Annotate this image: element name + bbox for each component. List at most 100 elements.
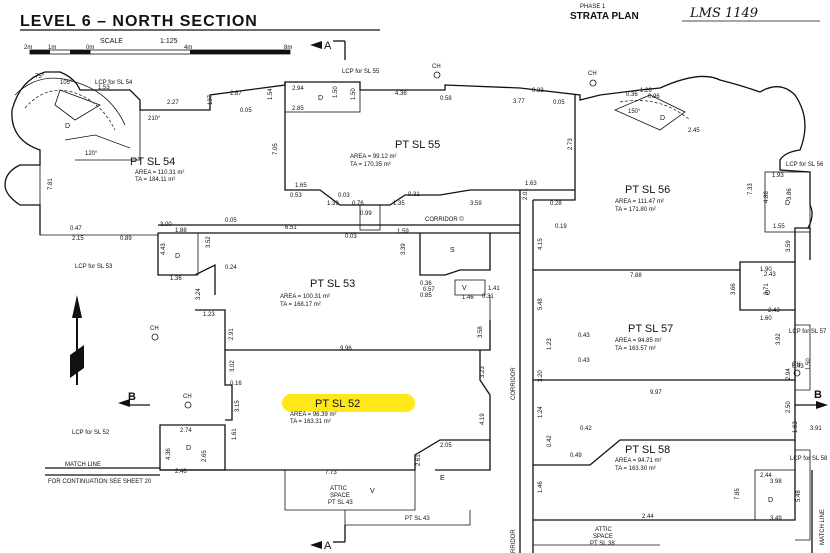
dimension-label: 150° (628, 109, 641, 115)
svg-text:V: V (462, 285, 467, 292)
dimension-label: 3.24 (196, 288, 202, 300)
lcp-sl-58: LCP for SL 58 (790, 456, 828, 462)
dimension-label: 0.33 (532, 88, 544, 94)
dimension-label: 0.57 (423, 287, 435, 293)
svg-text:CH: CH (183, 394, 192, 400)
dimension-label: 1.50 (333, 86, 339, 98)
scale-tick-0m: 0m (86, 45, 94, 51)
dimension-label: 3.66 (731, 283, 737, 295)
lcp-sl-54: LCP for SL 54 (95, 80, 133, 86)
lot-name: PT SL 57 (628, 323, 673, 335)
dimension-label: 1.88 (175, 228, 187, 234)
dimension-label: 1.90 (760, 267, 772, 273)
dimension-label: 1.36 (170, 276, 182, 282)
sl56-lcp-curve (614, 94, 686, 131)
attic-43-outline (284, 470, 416, 511)
dimension-label: 0.99 (360, 211, 372, 217)
pt-sl-43-label: PT SL 43 (405, 516, 430, 522)
dimension-label: 0.43 (578, 333, 590, 339)
dimension-label: 9.96 (340, 346, 352, 352)
dimension-label: 1.50 (351, 88, 357, 100)
dimension-label: 7.33 (748, 183, 754, 195)
lot-area: AREA = 110.31 m² (135, 170, 184, 176)
dimension-label: 3.59 (470, 201, 482, 207)
dimension-label: 3.20 (538, 370, 544, 382)
lcp-sl-53: LCP for SL 53 (75, 264, 113, 270)
sl52-south-east (160, 350, 491, 471)
svg-text:CH: CH (150, 326, 159, 332)
lcp-sl-57: LCP for SL 57 (789, 329, 827, 335)
dimension-label: 3.59 (786, 240, 792, 252)
lot-ta: TA = 171.80 m² (615, 207, 656, 213)
ch-markers (151, 71, 801, 409)
attic-sl-43: ATTIC SPACE PT SL 43 (328, 486, 353, 506)
svg-text:B: B (814, 389, 822, 401)
dimension-label: 2.94 (292, 86, 304, 92)
sl52-west-wall (224, 350, 233, 421)
svg-text:PT SL 43: PT SL 43 (328, 500, 353, 506)
dimension-label: 2.15 (72, 236, 84, 242)
svg-text:S: S (450, 247, 455, 254)
match-line-label: MATCH LINE (65, 462, 101, 468)
highlight-sl-52 (282, 394, 415, 412)
svg-text:SPACE: SPACE (593, 534, 613, 540)
scale-tick-1m: 1m (48, 45, 56, 51)
dimension-label: 3.39 (401, 243, 407, 255)
dimension-label: 3.92 (776, 333, 782, 345)
svg-text:PT SL 38: PT SL 38 (590, 541, 615, 547)
dimension-label: 120° (85, 151, 98, 157)
dimension-label: 0.43 (578, 358, 590, 364)
dimension-label: 0.24 (225, 265, 237, 271)
dimension-label: 1.41 (488, 286, 500, 292)
dimension-label: 105° (60, 80, 73, 86)
dimension-label: 3.86 (787, 188, 793, 200)
lot-pt-sl-56: PT SL 56 AREA = 111.47 m² TA = 171.80 m² (615, 184, 670, 213)
dimension-label: 0.47 (70, 226, 82, 232)
dimension-label: 0.89 (120, 236, 132, 242)
sl54-bay-curve (14, 77, 126, 126)
dimension-label: 1.53 (98, 85, 110, 91)
dimension-label: 0.05 (225, 218, 237, 224)
dimension-label: 2.74 (180, 428, 192, 434)
sl55-closet (359, 204, 381, 231)
dimension-label: 7.88 (630, 273, 642, 279)
lot-ta: TA = 184.11 m² (135, 177, 175, 183)
sl54-lcp-d (54, 89, 101, 121)
dimension-label: 0.96 (648, 94, 660, 100)
dimension-label: 2.46 (175, 469, 187, 475)
dimension-label: 0.28 (550, 201, 562, 207)
lot-ta: TA = 170.35 m² (350, 162, 391, 168)
dimension-label: 1.46 (538, 481, 544, 493)
lot-name: PT SL 55 (395, 139, 440, 151)
sl57-lcp-wall (739, 270, 795, 311)
dimension-label: 137 (208, 94, 214, 105)
dimension-label: 2.27 (167, 100, 179, 106)
lot-name: PT SL 58 (625, 444, 670, 456)
attic-38-outline (532, 520, 660, 546)
dimension-label: 1.54 (268, 88, 274, 100)
section-marker-b-left: B (118, 391, 150, 407)
lot-pt-sl-57: PT SL 57 AREA = 94.85 m² TA = 163.57 m² (615, 323, 673, 352)
dimension-label: 2.94 (786, 368, 792, 380)
svg-text:A: A (324, 40, 332, 52)
scale-bar: SCALE 1:125 2m 1m 0m 4m 8m (24, 38, 292, 55)
lot-area: AREA = 96.39 m² (290, 412, 337, 418)
scale-tick-2m: 2m (24, 45, 32, 51)
sl55-lcp-d (284, 81, 361, 113)
dimension-label: 1.61 (232, 428, 238, 440)
dimension-label: 2.01 (523, 188, 529, 200)
dimension-label: 6.51 (285, 225, 297, 231)
dimension-label: 2.50 (786, 401, 792, 413)
room-symbols: D D D D D D D D E S V V CH CH CH CH CH (65, 64, 801, 504)
dimension-label: 0.36 (420, 281, 432, 287)
dimension-label: 75° (35, 74, 45, 80)
svg-text:D: D (175, 253, 180, 260)
dimension-label: 0.76 (352, 201, 364, 207)
sl54-lcp-inner (75, 110, 141, 161)
sl57-south-wall (533, 262, 796, 381)
lot-area: AREA = 100.31 m² (280, 294, 330, 300)
pt-sl-43-outline (344, 510, 471, 526)
dimension-label: 2.87 (230, 91, 242, 97)
